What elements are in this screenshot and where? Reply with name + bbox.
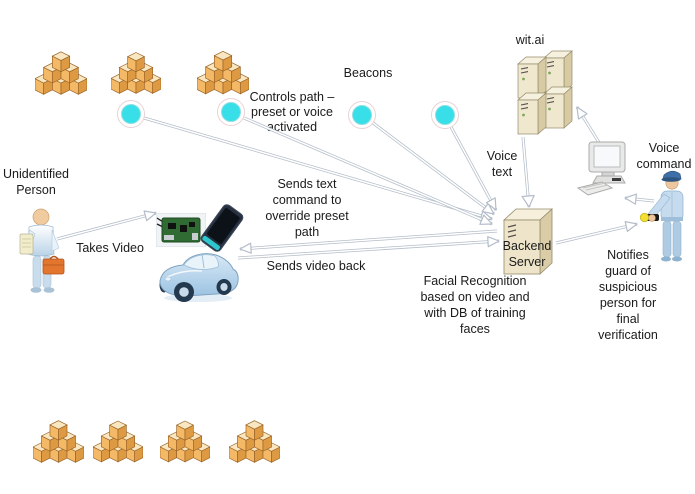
connector-beacon2-to-server xyxy=(243,116,493,226)
arrow-witai-to-server xyxy=(521,136,535,208)
label-wit-ai: wit.ai xyxy=(515,33,545,47)
label-backend-server: Backend Server xyxy=(502,239,552,269)
beacon-icon xyxy=(348,101,376,129)
label-voice-command: Voice command xyxy=(636,141,692,171)
label-notifies-guard: Notifies guard of suspicious person for … xyxy=(598,248,658,342)
label-controls-path: Controls path – preset or voice activate… xyxy=(249,90,335,134)
crate-stack-icon xyxy=(35,43,87,97)
desktop-computer-icon xyxy=(575,141,631,201)
crate-stack-icon xyxy=(229,411,280,466)
beacon-core xyxy=(121,104,141,124)
beacon-icon xyxy=(217,98,245,126)
label-sends-text-command: Sends text command to override preset pa… xyxy=(265,177,349,239)
connector-beacon4-to-server xyxy=(449,126,498,211)
beacon-icon xyxy=(117,100,145,128)
connector-beacon3-to-server xyxy=(372,121,495,216)
beacon-icon xyxy=(431,101,459,129)
guard-icon xyxy=(640,168,695,264)
connector-beacon1-to-server xyxy=(143,116,493,222)
beacon-core xyxy=(352,105,372,125)
label-beacons: Beacons xyxy=(343,66,393,80)
crate-stack-icon xyxy=(93,411,143,466)
arrow-takes-video xyxy=(56,210,157,241)
label-facial-recognition: Facial Recognition based on video and wi… xyxy=(420,274,530,336)
arrow-car-to-server xyxy=(237,236,500,260)
crate-stack-icon xyxy=(111,43,161,97)
label-takes-video: Takes Video xyxy=(76,241,144,255)
beacon-core xyxy=(435,105,455,125)
unidentified-person-icon xyxy=(16,206,68,294)
wit-ai-servers-icon xyxy=(512,46,574,138)
arrow-server-to-guard xyxy=(555,221,638,245)
label-voice-text: Voice text xyxy=(486,149,518,179)
label-unidentified-person: Unidentified Person xyxy=(2,167,69,197)
crate-stack-icon xyxy=(197,42,249,97)
beacon-core xyxy=(221,102,241,122)
crate-stack-icon xyxy=(33,411,84,466)
label-sends-video-back: Sends video back xyxy=(266,259,366,273)
car-icon xyxy=(154,241,242,303)
arrow-server-to-phone xyxy=(239,229,498,254)
arrow-guard-to-computer xyxy=(624,193,655,205)
crate-stack-icon xyxy=(160,411,210,466)
